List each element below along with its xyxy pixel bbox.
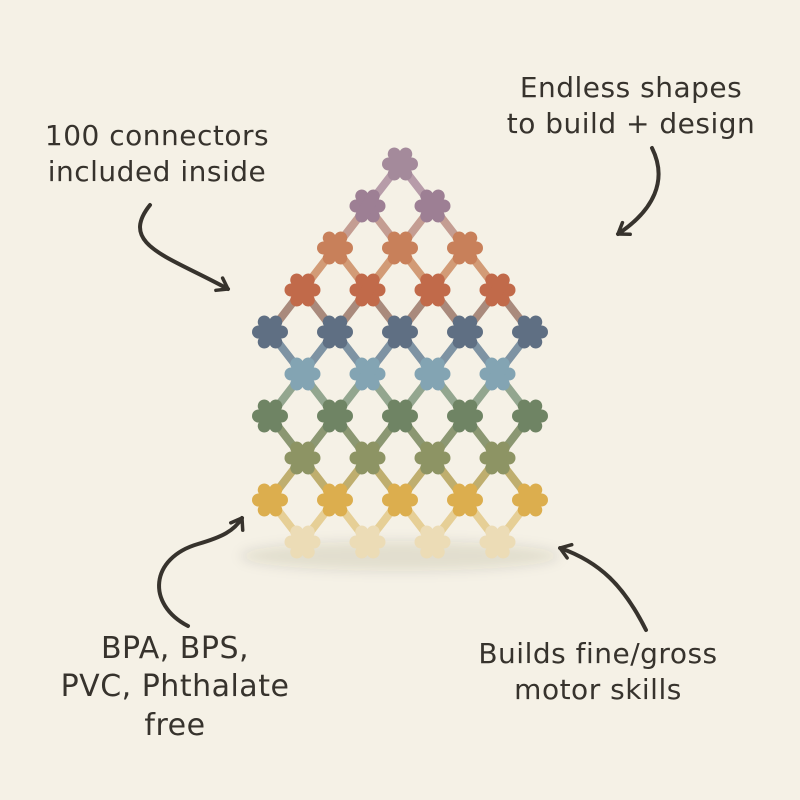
note-line: PVC, Phthalate	[60, 669, 290, 705]
note-line: 100 connectors	[44, 119, 270, 152]
note-line: motor skills	[514, 672, 682, 706]
note-materials-free: BPA, BPS, PVC, Phthalate free	[30, 630, 320, 745]
note-line: free	[144, 707, 206, 743]
note-motor-skills: Builds fine/gross motor skills	[428, 636, 768, 708]
note-line: Builds fine/gross	[478, 637, 718, 670]
note-line: included inside	[47, 154, 267, 188]
curved-arrow-bottom-right-icon	[558, 542, 648, 632]
note-connectors-count: 100 connectors included inside	[12, 118, 302, 190]
curved-arrow-bottom-left-icon	[157, 516, 245, 628]
curved-arrow-top-left-icon	[138, 203, 230, 293]
curved-arrow-top-right-icon	[616, 146, 661, 237]
note-endless-shapes: Endless shapes to build + design	[478, 70, 784, 142]
note-line: to build + design	[506, 106, 756, 140]
note-line: Endless shapes	[519, 71, 743, 104]
note-line: BPA, BPS,	[100, 631, 250, 666]
